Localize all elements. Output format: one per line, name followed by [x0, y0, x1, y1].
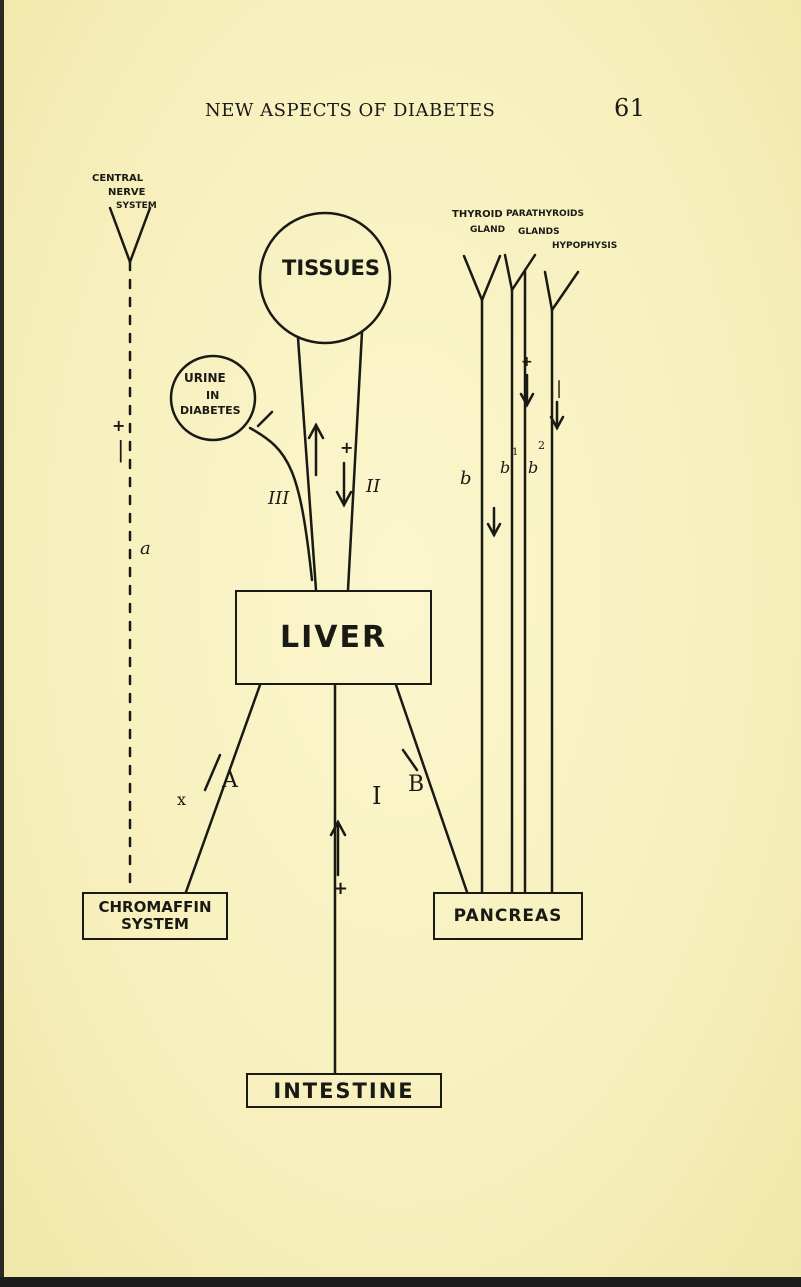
parathyroid-label-line-2: GLANDS [518, 227, 560, 237]
label-roman-3: III [268, 488, 290, 509]
label-cross-a: x [177, 790, 187, 809]
arrow-down-head-2 [519, 392, 535, 408]
tissues-label: TISSUES [282, 256, 380, 280]
page-edge-bottom [0, 1277, 801, 1287]
tissues-liver-line-right [346, 330, 364, 592]
label-small-a: a [140, 538, 151, 559]
arrow-urine-head [256, 410, 274, 428]
urine-circle [169, 354, 257, 442]
arrow-up-head-1 [307, 422, 325, 440]
label-roman-1: I [372, 782, 382, 810]
urine-label-line-3: DIABETES [180, 404, 241, 417]
arrow-b-head [401, 748, 419, 772]
cns-label-line-2: NERVE [108, 187, 146, 198]
page-edge-left [0, 0, 4, 1287]
parathyroid-label-line-1: PARATHYROIDS [506, 209, 585, 219]
liver-box: LIVER [235, 590, 432, 685]
arrow-down-head-4 [486, 522, 502, 538]
hypophysis-funnel-right [550, 270, 580, 312]
tissues-liver-line-left [296, 336, 318, 592]
label-small-b2: b [528, 458, 539, 477]
chromaffin-label-line-1: CHROMAFFIN [98, 898, 212, 916]
parathyroid-funnel-right [510, 253, 537, 292]
label-b: B [408, 772, 425, 797]
thyroid-label-line-2: GLAND [470, 225, 506, 235]
minus-mark-cns: | [117, 438, 125, 463]
arrow-down-head-1 [335, 490, 353, 508]
cns-label-line-1: CENTRAL [92, 173, 144, 184]
plus-mark-tissues: + [340, 438, 354, 457]
arrow-down-head-3 [549, 415, 565, 431]
pancreas-box: PANCREAS [433, 892, 583, 940]
thyroid-funnel-right [480, 254, 502, 302]
label-sub-2: 2 [538, 439, 545, 452]
urine-label-line-1: URINE [184, 371, 226, 385]
chromaffin-system-box: CHROMAFFIN SYSTEM [82, 892, 228, 940]
arrow-a-head [203, 753, 222, 792]
thyroid-label-line-1: THYROID [452, 209, 503, 220]
thyroid-funnel-left [462, 254, 484, 302]
liver-chromaffin-line [184, 683, 262, 894]
liver-urine-curve [248, 426, 314, 582]
cns-funnel-right [128, 206, 152, 264]
hypophysis-label: HYPOPHYSIS [552, 241, 618, 251]
urine-label-line-2: IN [206, 389, 220, 402]
running-header: NEW ASPECTS OF DIABETES [205, 100, 496, 121]
label-small-b-thyroid: b [460, 468, 472, 489]
label-roman-2: II [366, 476, 381, 497]
chromaffin-label-line-2: SYSTEM [121, 915, 189, 933]
liver-label: LIVER [279, 620, 388, 655]
cns-label-line-3: SYSTEM [116, 201, 157, 211]
arrow-up-head-2 [329, 819, 347, 837]
plus-mark-cns: + [112, 416, 126, 435]
label-small-b1: b [500, 458, 511, 477]
plus-mark-parathyroid: + [521, 354, 533, 370]
minus-mark-hypophysis: | [556, 378, 563, 399]
tissues-circle [258, 211, 392, 345]
label-a: A [222, 768, 238, 793]
intestine-box: INTESTINE [246, 1073, 442, 1108]
cns-funnel-left [108, 206, 132, 264]
pancreas-label: PANCREAS [453, 906, 563, 926]
hypophysis-funnel-left [543, 270, 554, 312]
plus-mark-intestine: + [333, 878, 349, 899]
label-sub-1: 1 [512, 447, 519, 458]
intestine-label: INTESTINE [273, 1078, 415, 1103]
page-number: 61 [614, 94, 646, 122]
liver-pancreas-line [394, 683, 469, 894]
parathyroid-funnel-left [503, 253, 514, 292]
